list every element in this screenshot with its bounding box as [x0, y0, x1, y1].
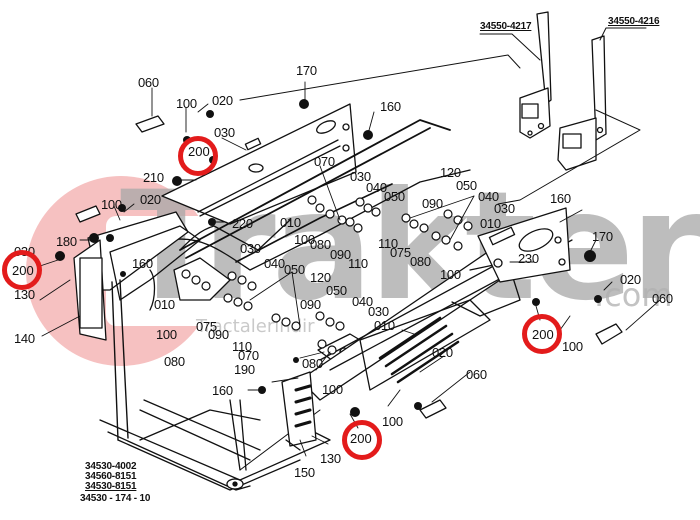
callout-100-mid[interactable]: 100: [294, 232, 315, 247]
callout-030-low[interactable]: 030: [240, 241, 261, 256]
callout-020-bottom[interactable]: 020: [432, 345, 453, 360]
callout-200-bottom[interactable]: 200: [350, 431, 372, 446]
callout-050-low[interactable]: 050: [284, 262, 305, 277]
callout-010-low-left[interactable]: 010: [154, 297, 175, 312]
callout-130-bottom[interactable]: 130: [320, 451, 341, 466]
callout-070-low[interactable]: 070: [238, 348, 259, 363]
callout-100-right[interactable]: 100: [440, 267, 461, 282]
callout-060-top-left[interactable]: 060: [138, 75, 159, 90]
callout-050-low-right[interactable]: 050: [326, 283, 347, 298]
callout-050-mid[interactable]: 050: [384, 189, 405, 204]
callout-060-far-right[interactable]: 060: [652, 291, 673, 306]
callout-100-far-right[interactable]: 100: [562, 339, 583, 354]
callout-040-right[interactable]: 040: [478, 189, 499, 204]
callout-100-top-left[interactable]: 100: [176, 96, 197, 111]
highlight-ring-200-top: [178, 136, 218, 176]
callout-160-bottom[interactable]: 160: [212, 383, 233, 398]
callout-190[interactable]: 190: [234, 362, 255, 377]
callout-120-right[interactable]: 120: [440, 165, 461, 180]
callout-020-left[interactable]: 020: [140, 192, 161, 207]
callout-010-right[interactable]: 010: [480, 216, 501, 231]
leader-lines: [39, 81, 661, 457]
callout-160-top[interactable]: 160: [380, 99, 401, 114]
highlight-ring-200-left: [2, 250, 42, 290]
callout-075-right[interactable]: 075: [390, 245, 411, 260]
callout-100-bottom-right[interactable]: 100: [382, 414, 403, 429]
callout-010-mid[interactable]: 010: [280, 215, 301, 230]
callout-075-low[interactable]: 075: [196, 319, 217, 334]
callout-130-left[interactable]: 130: [14, 287, 35, 302]
callout-160-left[interactable]: 160: [132, 256, 153, 271]
callout-070-top[interactable]: 070: [314, 154, 335, 169]
callout-030-top-left[interactable]: 030: [214, 125, 235, 140]
callout-080-low-left[interactable]: 080: [164, 354, 185, 369]
part-number-base-1: 34530-4002: [85, 461, 137, 472]
callout-030-low-right[interactable]: 030: [368, 304, 389, 319]
callout-090-low-right[interactable]: 090: [300, 297, 321, 312]
highlight-ring-200-right: [522, 314, 562, 354]
highlight-ring-200-bottom: [342, 420, 382, 460]
callout-010-low-right[interactable]: 010: [374, 318, 395, 333]
washer-stack-upper: [307, 195, 473, 251]
callout-110-low[interactable]: 110: [232, 339, 252, 354]
callout-210[interactable]: 210: [143, 170, 164, 185]
callout-020-far-right[interactable]: 020: [620, 272, 641, 287]
callout-030-mid[interactable]: 030: [350, 169, 371, 184]
callout-110-right[interactable]: 110: [378, 236, 398, 251]
callout-040-low[interactable]: 040: [264, 256, 285, 271]
callout-050-right[interactable]: 050: [456, 178, 477, 193]
callout-220[interactable]: 220: [232, 216, 253, 231]
callout-040-low-right[interactable]: 040: [352, 294, 373, 309]
washer-stack-lower: [181, 269, 345, 355]
callout-060-bottom[interactable]: 060: [466, 367, 487, 382]
part-number-base-2: 34560-8151: [85, 471, 137, 482]
callout-090-mid[interactable]: 090: [330, 247, 351, 262]
callout-090-right[interactable]: 090: [422, 196, 443, 211]
callout-100-bottom[interactable]: 100: [322, 382, 343, 397]
callout-020-top-left[interactable]: 020: [212, 93, 233, 108]
callout-150[interactable]: 150: [294, 465, 315, 480]
watermark-domain-suffix: .com: [594, 276, 673, 314]
callout-110-mid[interactable]: 110: [348, 256, 368, 271]
step-grille: [378, 316, 460, 384]
callout-040-mid[interactable]: 040: [366, 180, 387, 195]
callout-170-top[interactable]: 170: [296, 63, 317, 78]
part-number-base-3: 34530-8151: [85, 481, 137, 492]
callout-080-bottom[interactable]: 080: [302, 356, 323, 371]
callout-200-right[interactable]: 200: [532, 327, 554, 342]
part-number-bracket-left: 34550-4217: [480, 21, 532, 32]
callout-100-left[interactable]: 100: [101, 197, 122, 212]
callout-200-left[interactable]: 200: [12, 263, 34, 278]
callout-200-top[interactable]: 200: [188, 144, 210, 159]
callout-030-right[interactable]: 030: [494, 201, 515, 216]
callout-080-right[interactable]: 080: [410, 254, 431, 269]
callout-160-right[interactable]: 160: [550, 191, 571, 206]
callout-170-right[interactable]: 170: [592, 229, 613, 244]
catalog-reference: 34530 - 174 - 10: [80, 493, 151, 504]
callout-120-low[interactable]: 120: [310, 270, 331, 285]
bracket-34550-4216: [557, 35, 607, 171]
callout-090-low[interactable]: 090: [208, 327, 229, 342]
callout-080-mid[interactable]: 080: [310, 237, 331, 252]
callout-180[interactable]: 180: [56, 234, 77, 249]
callout-230[interactable]: 230: [518, 251, 539, 266]
callout-100-low-left[interactable]: 100: [156, 327, 177, 342]
part-number-bracket-right: 34550-4216: [608, 16, 660, 27]
callout-140[interactable]: 140: [14, 331, 35, 346]
bracket-34550-4217: [519, 11, 552, 139]
